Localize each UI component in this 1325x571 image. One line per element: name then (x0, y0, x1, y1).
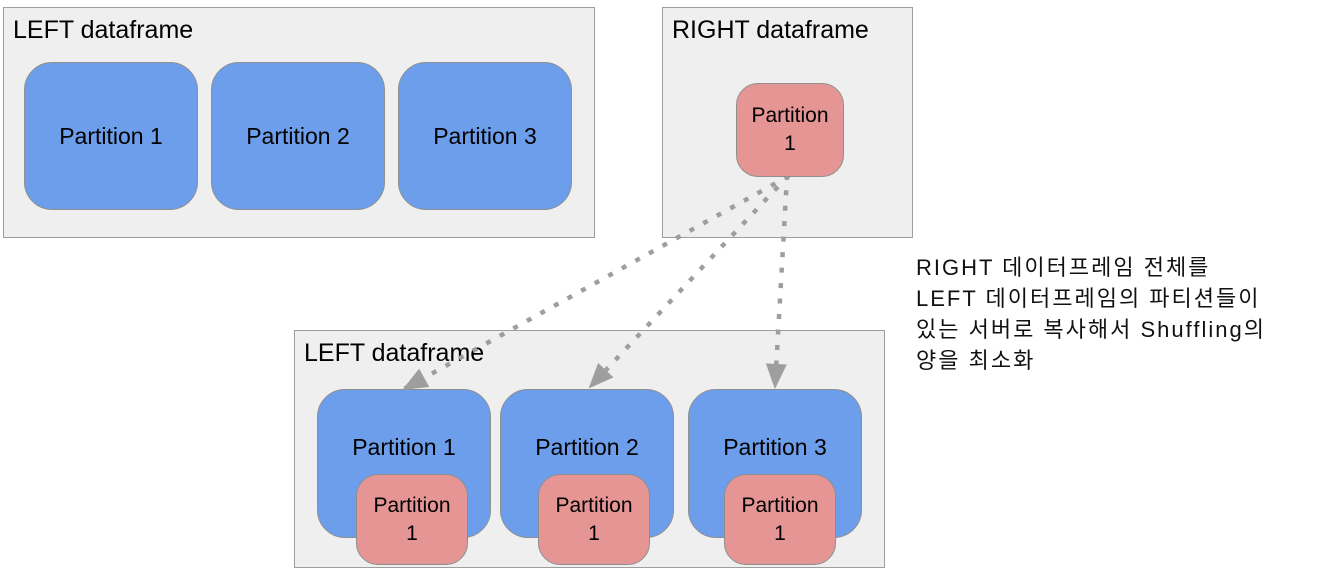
copied-partition-in-1: Partition 1 (356, 474, 468, 565)
copied-partition-in-2: Partition 1 (538, 474, 650, 565)
right-dataframe-title: RIGHT dataframe (672, 16, 869, 44)
annotation-line: RIGHT 데이터프레임 전체를 (916, 255, 1211, 280)
partition-label-line1: Partition (751, 104, 829, 127)
partition-label: Partition 2 (535, 434, 639, 460)
partition-label: Partition 3 (723, 434, 827, 460)
partition-label: Partition 3 (433, 122, 537, 149)
left-top-partition-2: Partition 2 (211, 62, 385, 210)
annotation-line: 있는 서버로 복사해서 Shuffling의 (916, 317, 1266, 342)
left-dataframe-bottom-container: LEFT dataframe Partition 1 Partition 2 P… (294, 330, 885, 568)
right-partition-1: Partition 1 (736, 83, 844, 177)
partition-label: Partition 1 (352, 434, 456, 460)
partition-label: Partition 2 (246, 122, 350, 149)
partition-label-line2: 1 (774, 521, 786, 545)
partition-label: Partition 1 (59, 122, 163, 149)
left-top-partition-1: Partition 1 (24, 62, 198, 210)
partition-label-line1: Partition (555, 493, 633, 517)
annotation-line: 양을 최소화 (916, 348, 1036, 373)
annotation-text: RIGHT 데이터프레임 전체를 LEFT 데이터프레임의 파티션들이 있는 서… (916, 252, 1325, 376)
annotation-line: LEFT 데이터프레임의 파티션들이 (916, 286, 1261, 311)
left-dataframe-bottom-title: LEFT dataframe (304, 339, 485, 367)
copied-partition-in-3: Partition 1 (724, 474, 836, 565)
partition-label-line2: 1 (406, 521, 418, 545)
partition-label-line1: Partition (373, 493, 451, 517)
partition-label-line2: 1 (784, 132, 796, 155)
partition-label-line2: 1 (588, 521, 600, 545)
partition-label-line1: Partition (741, 493, 819, 517)
left-top-partition-3: Partition 3 (398, 62, 572, 210)
left-dataframe-top-title: LEFT dataframe (13, 16, 194, 44)
right-dataframe-container: RIGHT dataframe Partition 1 (662, 7, 913, 238)
left-dataframe-top-container: LEFT dataframe Partition 1 Partition 2 P… (3, 7, 595, 238)
